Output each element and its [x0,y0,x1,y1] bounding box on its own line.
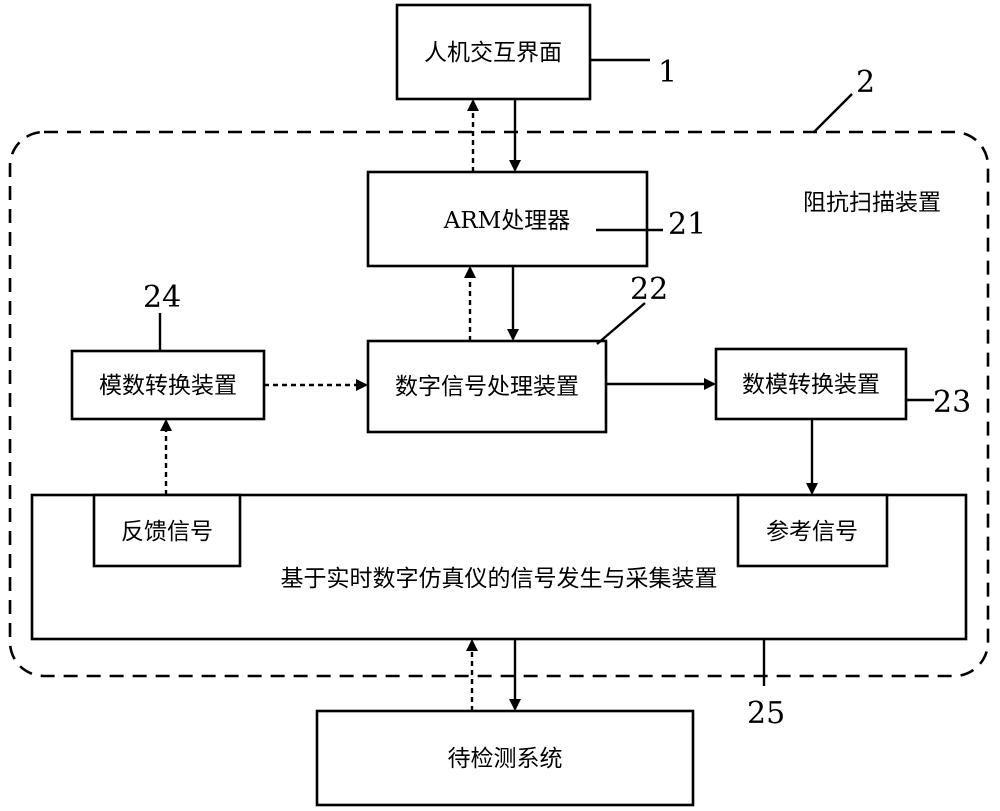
reference-label: 参考信号 [766,519,858,545]
arm-box [366,170,649,268]
ref-23: 23 [933,385,971,420]
reference-box [736,493,889,568]
dsp-label: 数字信号处理装置 [395,374,579,400]
dac-box [714,347,908,421]
feedback-label: 反馈信号 [121,519,213,545]
adc-box [70,349,266,421]
dac-label: 数模转换装置 [742,372,880,398]
target-box [315,709,695,807]
target-label: 待检测系统 [448,746,563,772]
ref-21: 21 [668,207,706,242]
arm-label: ARM处理器 [443,208,570,234]
generator-label: 基于实时数字仿真仪的信号发生与采集装置 [281,566,718,592]
adc-label: 模数转换装置 [99,373,237,399]
leader-22 [596,302,646,345]
impedance-scan-boundary [8,130,990,678]
ref-22: 22 [630,272,668,307]
hmi-label: 人机交互界面 [424,40,562,66]
boundary-label: 阻抗扫描装置 [803,190,941,216]
ref-25: 25 [747,696,785,731]
ref-24: 24 [143,280,181,315]
hmi-box [395,3,592,101]
ref-2: 2 [856,65,875,100]
dsp-box [366,339,608,434]
ref-1: 1 [658,55,677,90]
leader-2 [813,93,853,133]
